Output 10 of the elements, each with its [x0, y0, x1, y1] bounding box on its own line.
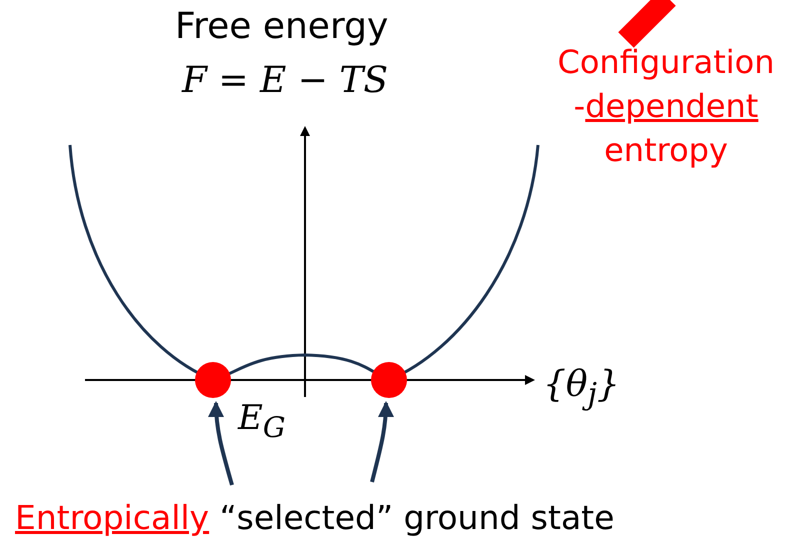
annotation-text: Configuration -dependent entropy	[548, 40, 784, 172]
axis-label: {θ$_{j}$}	[543, 364, 620, 412]
ground-state-dot	[195, 362, 231, 398]
arrow	[370, 401, 394, 482]
axis-title: Free energy	[175, 6, 388, 47]
energy-label: E$_{G}$	[238, 398, 286, 444]
formula: F = E − TS	[182, 60, 388, 101]
arrow	[208, 401, 234, 486]
caption-text: Entropically “selected” ground state	[15, 498, 614, 537]
ground-state-dot	[371, 362, 407, 398]
